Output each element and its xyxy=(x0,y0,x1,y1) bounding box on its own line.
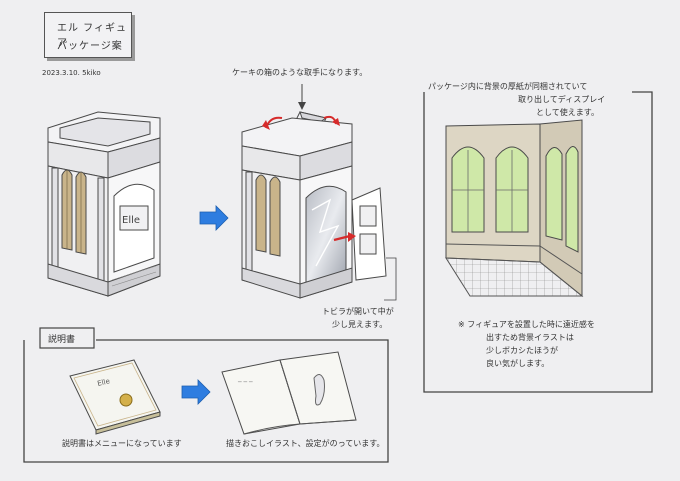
figure-note-line-2: 出すため背景イラストは xyxy=(486,333,574,342)
figure-note-line-4: 良い気がします。 xyxy=(486,359,550,368)
background-note: パッケージ内に背景の厚紙が同梱されていて 取り出してディスプレイ として使えます… xyxy=(428,80,605,119)
figure-note: ※ フィギュアを設置した時に遠近感を 出すため背景イラストは 少しボカシたほうが… xyxy=(458,318,595,370)
rotate-arrow-icon xyxy=(332,118,340,126)
svg-text:─ ─ ─: ─ ─ ─ xyxy=(237,379,253,386)
open-box xyxy=(241,111,387,299)
rotate-arrow-icon xyxy=(262,120,270,130)
background-note-line-3: として使えます。 xyxy=(536,108,599,117)
right-arrow-icon xyxy=(199,205,229,231)
closed-box xyxy=(47,111,161,297)
door-note-line-2: 少し見えます。 xyxy=(332,320,388,329)
manual-cover-note: 説明書はメニューになっています xyxy=(62,439,182,448)
rotate-arrow-icon xyxy=(348,232,356,242)
title-box: エル フィギュア パッケージ案 xyxy=(44,12,132,58)
background-note-line-2: 取り出してディスプレイ xyxy=(518,95,606,104)
manual-cover xyxy=(69,359,161,435)
title-line-2: パッケージ案 xyxy=(57,41,123,52)
rotate-arrow-icon xyxy=(333,234,351,242)
title-line-1: エル フィギュア xyxy=(57,23,127,49)
right-arrow-icon xyxy=(181,379,211,405)
figure-note-line-3: 少しボカシたほうが xyxy=(486,346,558,355)
door-note-line-1: トビラが開いて中が xyxy=(322,307,394,316)
door-note: トビラが開いて中が 少し見えます。 xyxy=(322,305,394,331)
manual-open: ─ ─ ─ xyxy=(221,351,357,435)
manual-section-label-box xyxy=(39,327,95,349)
closed-box-sign: Elle xyxy=(122,215,140,226)
rotate-arrow-icon xyxy=(323,115,337,125)
manual-cover-sign: Elle xyxy=(97,377,111,388)
manual-inside-note: 描きおこしイラスト、設定がのっています。 xyxy=(226,439,385,448)
rotate-arrow-icon xyxy=(265,116,283,129)
manual-section-label: 説明書 xyxy=(48,333,75,345)
figure-note-line-1: ※ フィギュアを設置した時に遠近感を xyxy=(458,320,595,329)
background-diorama xyxy=(445,119,584,298)
down-arrow-icon xyxy=(298,102,306,110)
date-signature: 2023.3.10. 5kiko xyxy=(42,69,101,77)
cake-box-note: ケーキの箱のような取手になります。 xyxy=(232,68,368,77)
background-note-line-1: パッケージ内に背景の厚紙が同梱されていて xyxy=(428,82,588,91)
